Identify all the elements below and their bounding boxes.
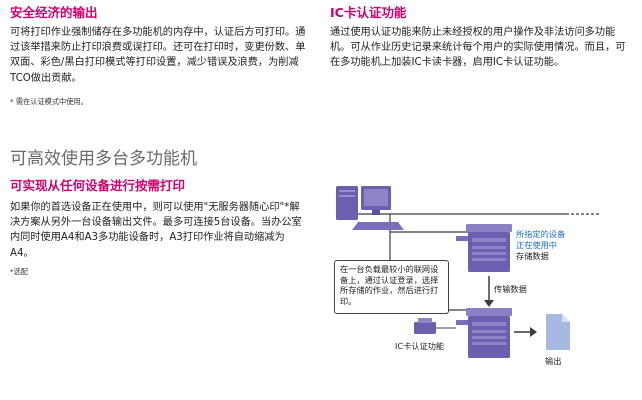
arrow-right-icon: [514, 327, 537, 337]
ic-auth-label: IC卡认证功能: [395, 341, 445, 351]
mfp-icon: [456, 308, 512, 358]
output-label: 输出: [545, 356, 562, 366]
callout-box: 在一台负载最较小的联网设备上，通过认证登录，选择所存储的作业，然后进行打印。: [334, 260, 449, 314]
mfp-icon: [456, 224, 512, 272]
security-note: * 需在认证模式中使用。: [10, 97, 88, 106]
arrow-down-icon: [484, 276, 494, 307]
store-data-label: 存储数据: [516, 251, 549, 261]
security-title: 安全经济的输出: [10, 5, 98, 20]
callout-text: 在一台负载最较小的联网设备上，通过认证登录，选择所存储的作业，然后进行打印。: [340, 264, 439, 306]
pc-icon: [336, 186, 404, 230]
multi-body: 如果你的首选设备正在使用中，则可以使用"无服务器随心印"*解决方案从另外一台设备…: [10, 202, 302, 259]
ic-card-body: 通过使用认证功能来防止未经授权的用户操作及非法访问多功能机。可从作业历史记录来统…: [330, 27, 626, 69]
device-busy-line2: 正在使用中: [516, 240, 557, 250]
card-reader-icon: [414, 318, 456, 334]
transfer-data-label: 传输数据: [494, 284, 527, 294]
device-busy-line1: 所指定的设备: [516, 229, 566, 239]
multi-note: *选配: [10, 267, 28, 276]
security-body: 可将打印作业强制储存在多功能机的内存中，认证后方可打印。通过该举措来防止打印浪费…: [10, 27, 306, 84]
section-title: 可高效使用多台多功能机: [10, 149, 197, 169]
document-icon: [546, 314, 570, 350]
multi-subtitle: 可实现从任何设备进行按需打印: [10, 178, 186, 193]
ic-card-title: IC卡认证功能: [330, 5, 407, 20]
